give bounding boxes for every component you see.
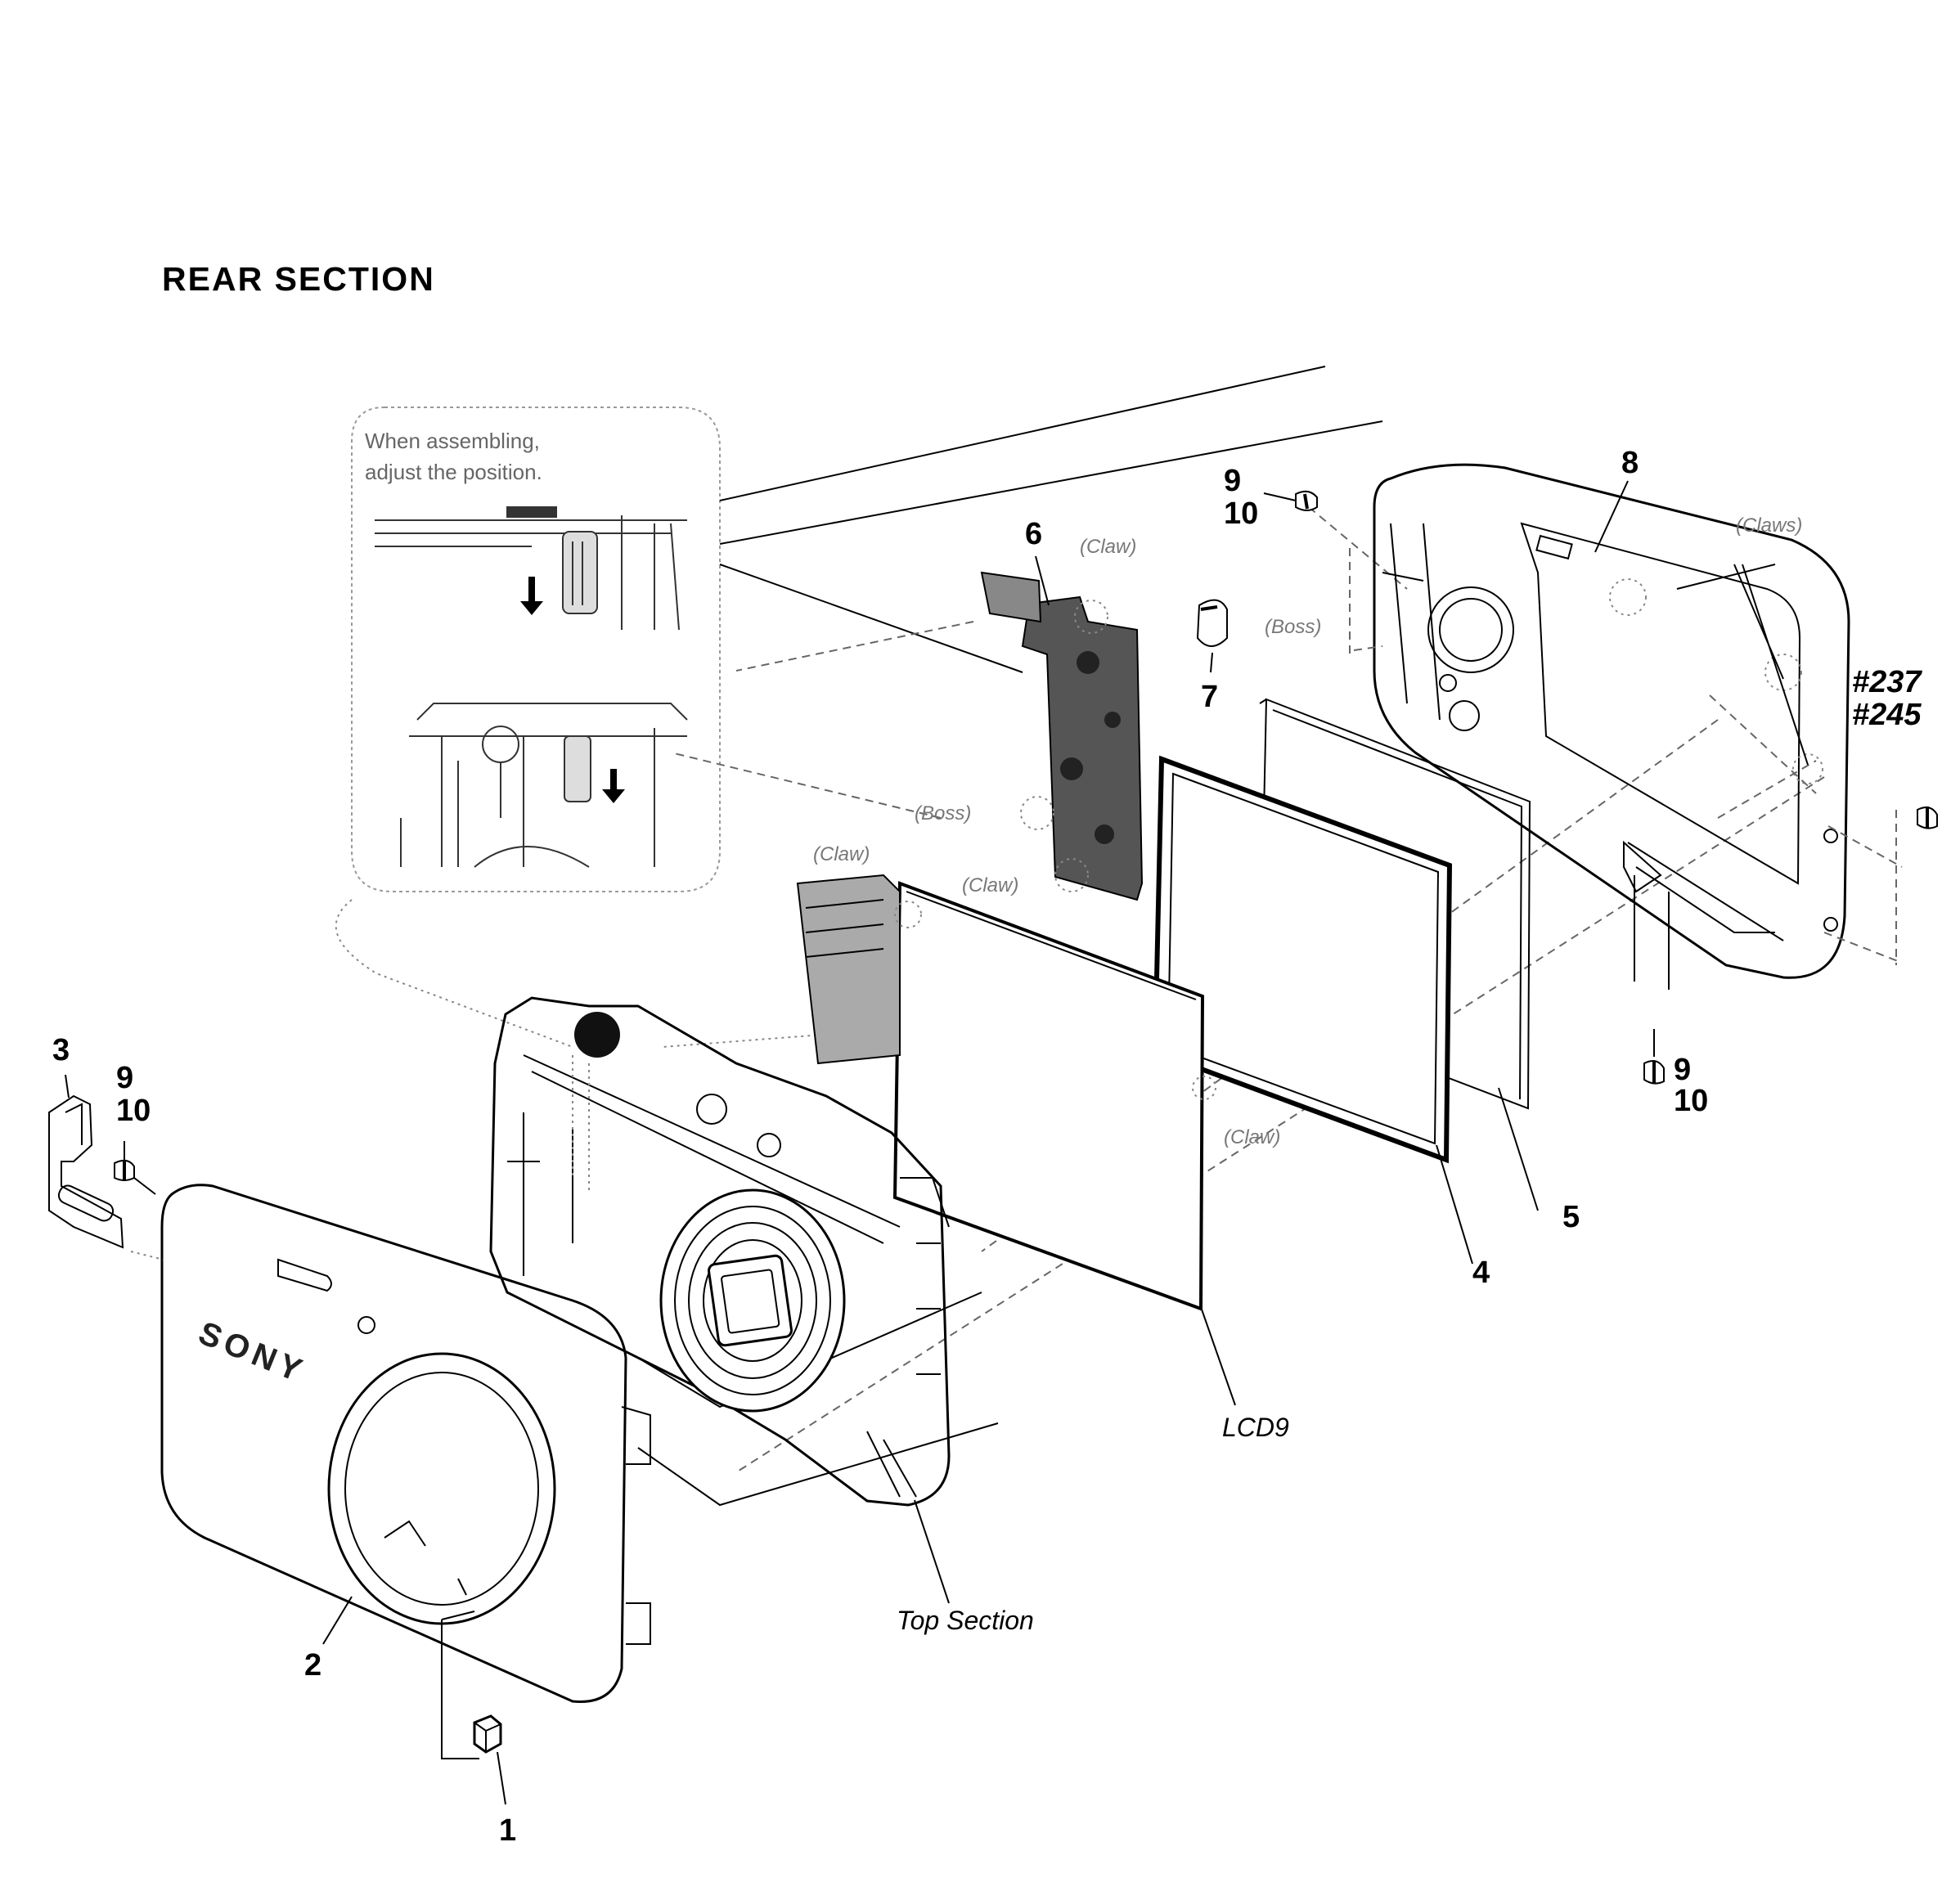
note-sketch-top — [375, 506, 687, 631]
note-sketch-bottom — [400, 703, 688, 868]
note-line-1: When assembling, — [365, 429, 540, 453]
screw-label-9: 9 — [1674, 1053, 1691, 1087]
boss-callout: (Boss) — [1265, 616, 1321, 638]
arrow-down-icon — [602, 769, 625, 803]
part-label-8: 8 — [1621, 446, 1639, 480]
claw-callout: (Claw) — [1080, 536, 1136, 558]
top-section-camera-body — [489, 996, 951, 1507]
part-label-5: 5 — [1562, 1200, 1580, 1234]
screw-label-9: 9 — [1224, 464, 1241, 498]
assembly-note-inset: When assembling, adjust the position. — [335, 366, 1383, 1048]
screw-icon — [114, 1159, 156, 1195]
brand-logo: SONY — [194, 1315, 312, 1391]
screw-label-10: 10 — [1674, 1084, 1708, 1118]
ref-label-237: #237 — [1852, 665, 1922, 699]
key-board-part-6 — [980, 571, 1144, 901]
rear-cabinet-part-8 — [1349, 463, 1903, 990]
part-label-2: 2 — [304, 1648, 321, 1683]
ref-label-245: #245 — [1852, 698, 1922, 732]
small-part-1 — [473, 1714, 502, 1754]
claw-callout: (Claw) — [1224, 1126, 1280, 1148]
screw-label-9: 9 — [116, 1061, 133, 1095]
bracket-part-3 — [48, 1094, 124, 1249]
front-cabinet-part-2: SONY — [130, 1184, 651, 1703]
claw-callout: (Claw) — [813, 843, 870, 865]
part-label-6: 6 — [1025, 517, 1042, 551]
frame-part-4 — [1152, 755, 1453, 1164]
screw-label-10: 10 — [1224, 496, 1258, 531]
section-title: REAR SECTION — [162, 260, 435, 298]
claws-callout: (Claws) — [1736, 514, 1802, 537]
screw-label-10: 10 — [116, 1094, 151, 1128]
screw-icon — [1295, 490, 1318, 511]
part-label-1: 1 — [499, 1813, 516, 1848]
lcd-flex-cable — [796, 874, 901, 1065]
mode-dial — [574, 1012, 620, 1058]
lcd-panel-lcd9 — [796, 874, 1216, 1311]
screw-icon — [1917, 806, 1938, 829]
part-label-7: 7 — [1201, 680, 1218, 714]
leader-lines — [65, 480, 1655, 1805]
screw-icon — [1643, 1060, 1665, 1085]
claw-callout: (Claw) — [962, 874, 1018, 896]
boss-callout: (Boss) — [915, 802, 971, 824]
part-label-4: 4 — [1472, 1256, 1490, 1290]
part-label-3: 3 — [52, 1033, 70, 1067]
top-section-label: Top Section — [897, 1606, 1034, 1635]
lcd-label: LCD9 — [1222, 1413, 1289, 1442]
small-part-7 — [1196, 599, 1228, 673]
note-line-2: adjust the position. — [365, 460, 542, 484]
arrow-down-icon — [520, 577, 543, 615]
